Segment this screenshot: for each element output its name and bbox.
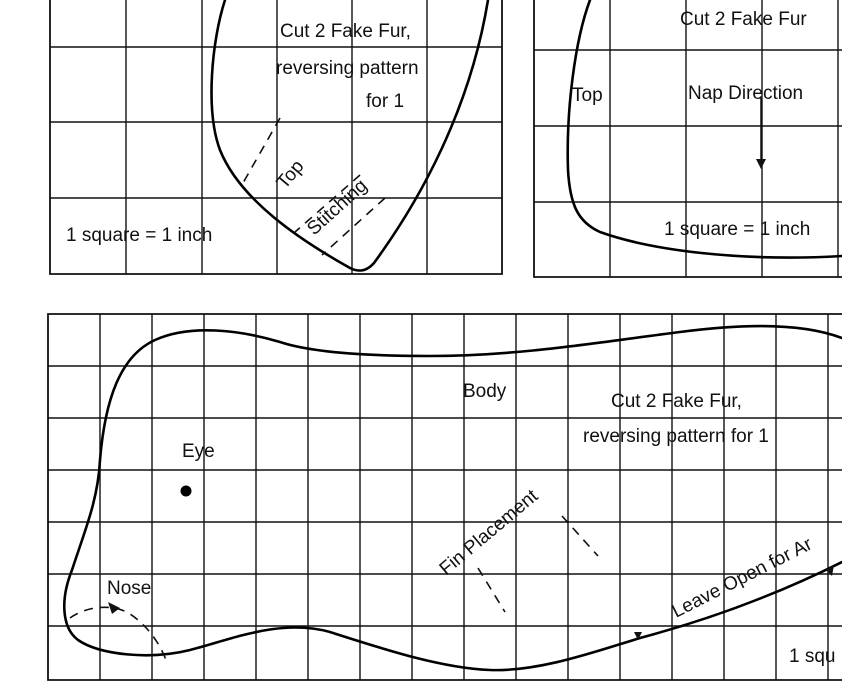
top-left-piece-outline — [210, 0, 490, 272]
nap-direction-label: Nap Direction — [688, 83, 803, 104]
top-left-scale-label: 1 square = 1 inch — [66, 225, 212, 246]
leave-open-marker-icon-right — [826, 565, 834, 576]
fin-placement-dash-right — [561, 515, 599, 557]
body-instruction-line1: Cut 2 Fake Fur, — [611, 391, 742, 412]
top-right-pattern-panel: Cut 2 Fake Fur Top Nap Direction 1 squar… — [533, 0, 842, 278]
body-grid — [48, 314, 842, 680]
stitching-label: Stitching — [303, 175, 371, 239]
top-right-top-label: Top — [572, 85, 603, 106]
top-left-pattern-panel: Cut 2 Fake Fur, reversing pattern for 1 … — [49, 0, 503, 275]
eye-label: Eye — [182, 441, 215, 462]
top-right-grid — [534, 0, 842, 277]
eye-dot-icon — [180, 485, 192, 497]
nose-arrow-icon — [108, 602, 120, 614]
fin-placement-dash-left — [477, 567, 506, 613]
nose-dash-curve — [69, 606, 167, 661]
leave-open-label: Leave Open for Ar — [669, 533, 817, 622]
fin-placement-label: Fin Placement — [436, 485, 543, 580]
body-instruction-line2: reversing pattern for 1 — [583, 426, 769, 447]
top-left-instruction-line1: Cut 2 Fake Fur, — [280, 21, 411, 42]
top-left-grid — [50, 0, 502, 274]
body-pattern-panel: Body Cut 2 Fake Fur, reversing pattern f… — [47, 313, 842, 681]
body-piece-outline — [62, 324, 842, 672]
top-left-instruction-line2: reversing pattern — [276, 58, 419, 79]
body-frame — [47, 313, 842, 681]
top-right-piece-outline — [566, 0, 842, 259]
leave-open-marker-icon — [634, 632, 642, 640]
top-stitching-dash-lines — [242, 117, 386, 256]
body-scale-label: 1 squ — [789, 646, 835, 667]
top-left-instruction-line3: for 1 — [366, 91, 404, 112]
nose-label: Nose — [107, 578, 151, 599]
top-right-scale-label: 1 square = 1 inch — [664, 219, 810, 240]
nap-direction-arrow-icon — [756, 159, 766, 169]
top-right-instruction: Cut 2 Fake Fur — [680, 9, 807, 30]
body-title: Body — [463, 381, 507, 402]
top-left-frame — [49, 0, 503, 275]
top-right-frame — [533, 0, 842, 278]
top-left-top-label: Top — [273, 156, 309, 193]
